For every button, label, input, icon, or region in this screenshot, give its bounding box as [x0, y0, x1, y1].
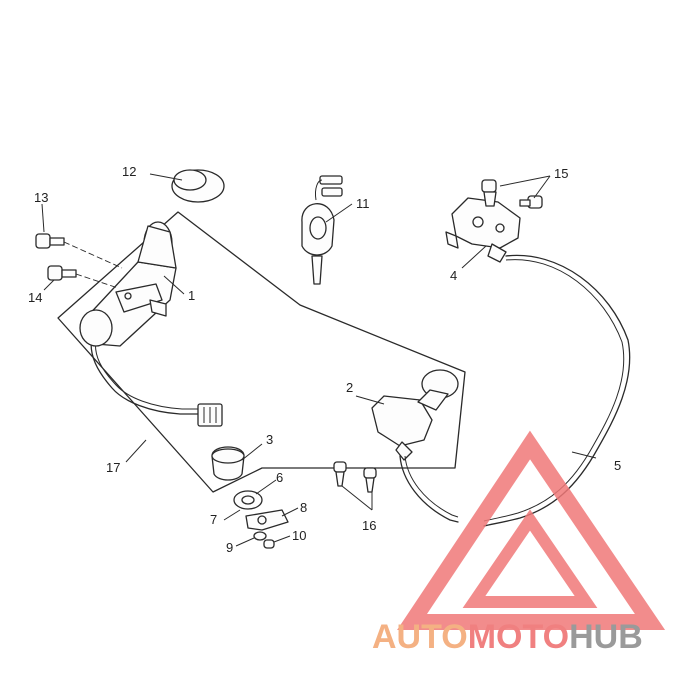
callout-14: 14	[28, 290, 42, 305]
cable-part-5-inner	[483, 259, 625, 522]
callout-7: 7	[210, 512, 217, 527]
screw-part-16-a	[333, 461, 347, 487]
callout-12: 12	[122, 164, 136, 179]
seat-lock-cable	[399, 455, 459, 523]
callout-6: 6	[276, 470, 283, 485]
kit-outline-17	[57, 211, 466, 493]
callout-16: 16	[362, 518, 376, 533]
bolt-axis-13	[63, 241, 123, 269]
watermark-text-hub: HUB	[569, 618, 643, 656]
watermark-text: AUTOMOTOHUB	[372, 618, 643, 656]
callout-4: 4	[450, 268, 457, 283]
harness-wire-ignition-2	[94, 337, 200, 410]
leader-lines	[41, 173, 597, 547]
callout-17: 17	[106, 460, 120, 475]
callout-2: 2	[346, 380, 353, 395]
callout-11: 11	[356, 196, 370, 211]
callout-3: 3	[266, 432, 273, 447]
callout-10: 10	[292, 528, 306, 543]
screw-part-10	[263, 539, 275, 549]
seat-lock-part-2	[371, 369, 459, 461]
harness-wire-ignition	[90, 335, 201, 415]
key-part-11	[301, 175, 343, 285]
seat-lock-cable-inner	[404, 455, 459, 518]
cam-part-8	[245, 509, 289, 531]
watermark-text-auto: AUTO	[372, 618, 468, 656]
bolt-part-13	[35, 233, 65, 249]
callout-1: 1	[188, 288, 195, 303]
watermark-text-moto: MOTO	[468, 618, 569, 656]
callout-5: 5	[614, 458, 621, 473]
watermark-triangle-inner	[462, 509, 598, 608]
callout-15: 15	[554, 166, 568, 181]
cap-part-12	[171, 169, 225, 203]
bolt-part-14	[47, 265, 77, 281]
watermark-logo	[397, 430, 666, 630]
watermark-triangle-outer	[397, 430, 666, 630]
screw-part-16-b	[363, 467, 377, 493]
washer-part-9	[253, 531, 267, 541]
barrel-part-3	[211, 446, 245, 481]
ignition-switch-part-1	[79, 221, 177, 347]
cable-part-5	[483, 254, 631, 527]
callout-13: 13	[34, 190, 48, 205]
bolt-part-15-a	[481, 179, 497, 207]
bolt-axis-14	[75, 273, 119, 289]
washer-part-6	[233, 490, 263, 510]
bolt-part-15-b	[519, 195, 543, 209]
callout-9: 9	[226, 540, 233, 555]
lock-assembly-part-4	[445, 197, 521, 263]
callout-8: 8	[300, 500, 307, 515]
